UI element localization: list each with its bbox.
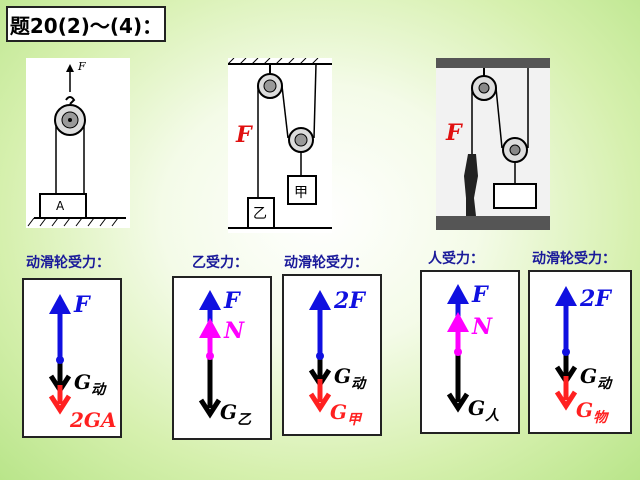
caption-1: 动滑轮受力： — [26, 255, 110, 271]
force-arrows-1 — [48, 294, 72, 415]
fd2-force-down-label: G乙 — [220, 400, 251, 429]
fd4-force-down-sub: 人 — [485, 408, 500, 424]
caption-3: 动滑轮受力： — [284, 255, 368, 271]
force-diagram-3: 2F G动 G甲 — [282, 274, 382, 436]
fd5-force-up-label: 2F — [580, 286, 611, 312]
fd1-force-down2-label: 2GA — [70, 408, 117, 432]
figure-1-force-label: F — [78, 60, 86, 73]
fd2-force-mid-label: N — [224, 318, 245, 344]
fd2-force-down-main: G — [220, 400, 238, 424]
fd5-force-down2-main: G — [576, 398, 594, 422]
block-yi-label: 乙 — [253, 206, 267, 222]
fd3-force-up-label: 2F — [334, 288, 365, 314]
fd2-force-up-label: F — [224, 288, 240, 314]
force-arrows-3 — [308, 290, 332, 413]
force-diagram-5: 2F G动 G物 — [528, 270, 632, 434]
fd1-force-up-label: F — [74, 292, 90, 318]
fd3-force-down1-sub: 动 — [351, 376, 366, 392]
fd4-force-mid-label: N — [472, 314, 493, 340]
pulley-figure-1: F A — [26, 58, 130, 228]
force-arrows-2 — [198, 290, 222, 419]
fd1-force-down-label: G动 — [74, 370, 105, 399]
fd3-force-down1-main: G — [334, 364, 352, 388]
fd3-force-down1-label: G动 — [334, 364, 365, 393]
caption-5: 动滑轮受力： — [532, 251, 616, 267]
slide-title: 题20(2)～(4)： — [6, 6, 166, 42]
pulley-figure-2: F 乙 甲 — [227, 57, 332, 233]
force-arrows-4 — [446, 284, 470, 413]
caption-2: 乙受力： — [192, 255, 248, 271]
figure-2-force-label: F — [236, 122, 252, 148]
fd5-force-down1-sub: 动 — [597, 376, 612, 392]
force-diagram-2: F N G乙 — [172, 276, 272, 440]
fd4-force-down-label: G人 — [468, 396, 499, 425]
pulley-figure-3-drawing — [436, 58, 550, 230]
pulley-figure-3: F — [436, 58, 550, 230]
fd2-force-down-sub: 乙 — [237, 412, 252, 428]
fd4-force-down-main: G — [468, 396, 486, 420]
block-jia-label: 甲 — [294, 185, 308, 201]
fd5-force-down2-sub: 物 — [593, 410, 608, 426]
force-diagram-1: F G动 2GA — [22, 278, 122, 438]
force-arrows-5 — [554, 286, 578, 411]
fd1-force-down-sub: 动 — [91, 382, 106, 398]
fd1-force-down-main: G — [74, 370, 92, 394]
fd5-force-down2-label: G物 — [576, 398, 607, 427]
pulley-figure-1-drawing — [27, 64, 126, 227]
fd5-force-down1-main: G — [580, 364, 598, 388]
fd4-force-up-label: F — [472, 282, 488, 308]
fd3-force-down2-sub: 甲 — [347, 412, 362, 428]
force-diagram-4: F N G人 — [420, 270, 520, 434]
fd3-force-down2-main: G — [330, 400, 348, 424]
caption-4: 人受力： — [428, 251, 484, 267]
pulley-figure-2-drawing — [227, 57, 332, 229]
fd5-force-down1-label: G动 — [580, 364, 611, 393]
block-a-label: A — [56, 199, 65, 213]
fd3-force-down2-label: G甲 — [330, 400, 361, 429]
figure-3-force-label: F — [446, 120, 462, 146]
